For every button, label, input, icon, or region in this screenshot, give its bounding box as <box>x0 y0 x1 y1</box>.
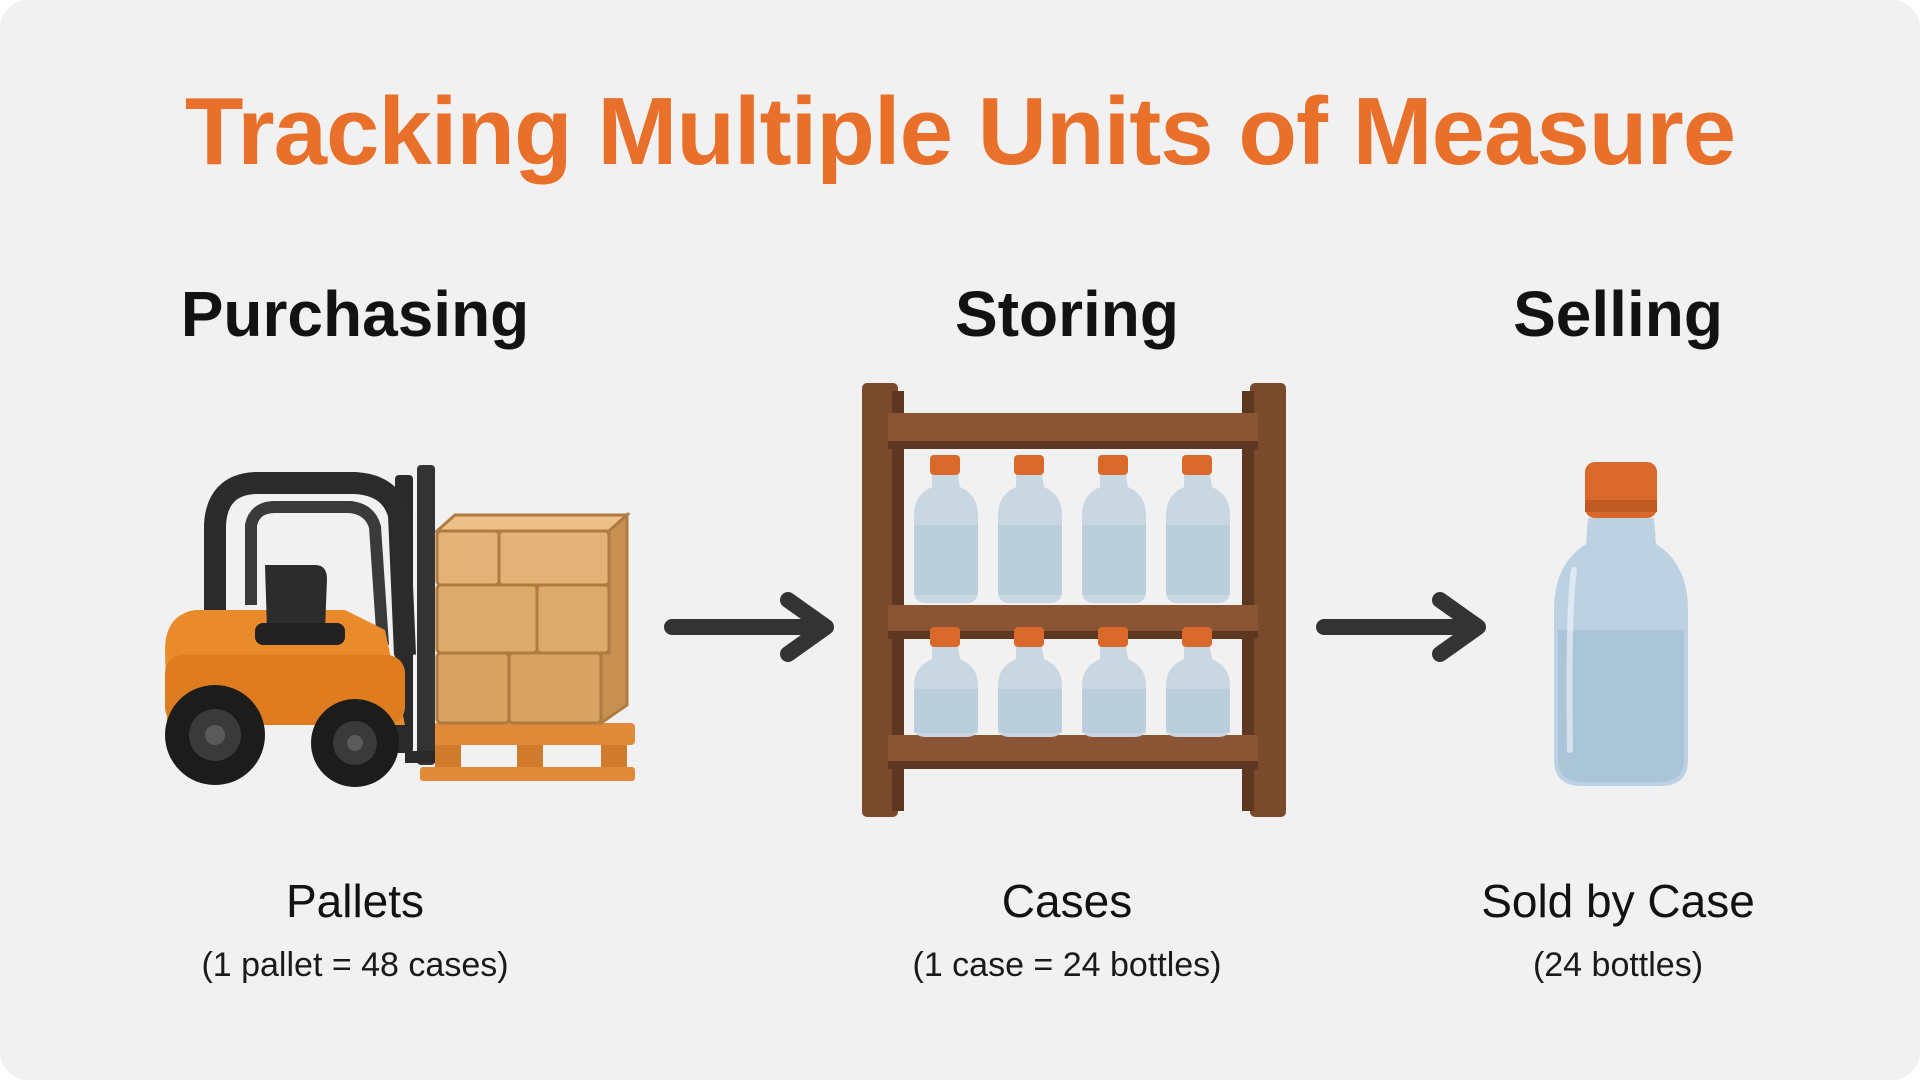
stage-sub-sold-by-case: (24 bottles) <box>1532 946 1704 984</box>
stage-label-cases: Cases <box>1001 875 1133 927</box>
stage-heading-storing: Storing <box>955 278 1179 350</box>
bottles-row-top <box>914 455 1230 603</box>
stage-label-pallets: Pallets <box>285 875 425 927</box>
stage-label-sold-by-case: Sold by Case <box>1481 875 1755 927</box>
stage-sub-pallets: (1 pallet = 48 cases) <box>201 946 509 984</box>
bottle-icon <box>1554 462 1688 786</box>
bottles-row-bottom <box>914 627 1230 737</box>
arrow-right-icon <box>664 592 834 662</box>
shelf-with-bottles-icon <box>862 383 1286 817</box>
arrow-right-icon-2 <box>1316 592 1486 662</box>
stage-sub-cases: (1 case = 24 bottles) <box>912 946 1222 984</box>
boxes-icon <box>433 511 631 726</box>
forklift-icon <box>165 465 635 787</box>
page-title: Tracking Multiple Units of Measure <box>184 78 1736 185</box>
stage-heading-selling: Selling <box>1513 278 1723 350</box>
stage-heading-purchasing: Purchasing <box>180 278 530 350</box>
pallet-icon <box>420 723 635 781</box>
